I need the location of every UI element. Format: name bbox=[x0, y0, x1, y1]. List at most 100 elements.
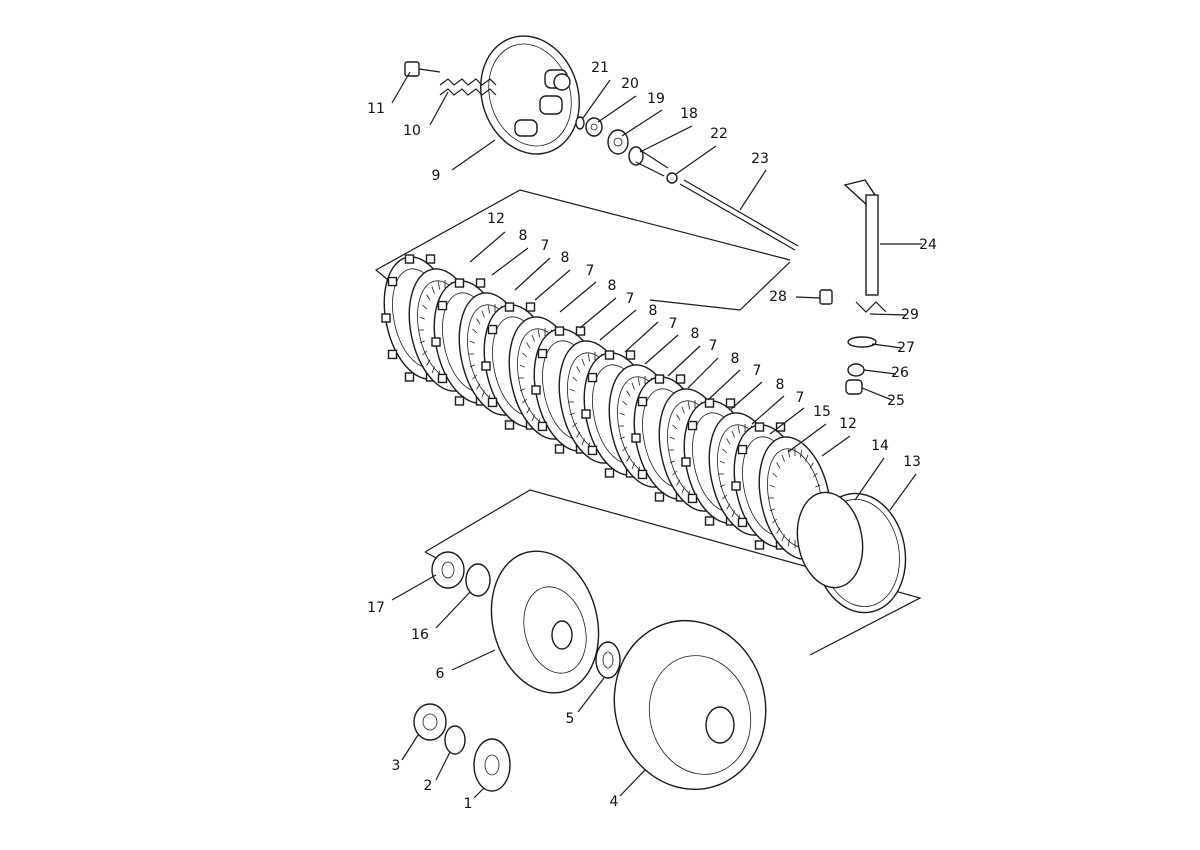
callout-label-c27: 27 bbox=[897, 340, 915, 356]
leader-line-c8f bbox=[707, 369, 741, 401]
callout-label-c8a: 8 bbox=[519, 228, 528, 244]
callout-label-c23: 23 bbox=[751, 151, 769, 167]
leader-line-c2 bbox=[435, 751, 451, 781]
leader-line-c20 bbox=[597, 95, 637, 123]
callout-label-c5: 5 bbox=[566, 711, 575, 727]
spring-ring-14-part bbox=[796, 491, 864, 589]
leader-line-c28 bbox=[795, 296, 821, 299]
leader-line-c22 bbox=[675, 145, 717, 175]
leader-line-c12b bbox=[821, 435, 851, 457]
leader-line-c13 bbox=[889, 473, 917, 511]
callout-label-c7b: 7 bbox=[586, 263, 595, 279]
callout-label-c15: 15 bbox=[813, 404, 831, 420]
leader-line-c7e bbox=[687, 357, 719, 389]
leader-line-c10 bbox=[429, 91, 449, 126]
spring-part bbox=[439, 78, 497, 96]
callout-label-c12b: 12 bbox=[839, 416, 857, 432]
callout-label-c24: 24 bbox=[919, 237, 937, 253]
pressure-plate-part bbox=[480, 35, 580, 155]
leader-line-c23 bbox=[739, 169, 767, 211]
washer-27-part bbox=[847, 336, 877, 348]
bolt-part bbox=[404, 61, 441, 77]
callout-label-c19: 19 bbox=[647, 91, 665, 107]
callout-label-c8d: 8 bbox=[649, 303, 658, 319]
callout-label-c26: 26 bbox=[891, 365, 909, 381]
leader-line-c27 bbox=[871, 343, 903, 349]
ball-part bbox=[666, 172, 678, 184]
leader-line-c25 bbox=[861, 387, 893, 401]
callout-label-c7d: 7 bbox=[669, 316, 678, 332]
callout-label-c7c: 7 bbox=[626, 291, 635, 307]
callout-label-c7g: 7 bbox=[796, 390, 805, 406]
leader-line-c8b bbox=[534, 269, 571, 301]
leader-line-c12a bbox=[469, 231, 506, 263]
leader-line-c29 bbox=[869, 313, 907, 316]
nut-17-part bbox=[431, 551, 465, 589]
callout-label-c8c: 8 bbox=[608, 278, 617, 294]
lock-washer-16-part bbox=[465, 563, 491, 597]
callout-label-c7a: 7 bbox=[541, 238, 550, 254]
callout-label-c2: 2 bbox=[424, 778, 433, 794]
spring-29-part bbox=[855, 301, 887, 313]
push-lever-shaft-part bbox=[843, 179, 879, 296]
leader-line-c16 bbox=[435, 591, 471, 629]
oil-seal-26-part bbox=[847, 363, 865, 377]
leader-line-c7b bbox=[559, 281, 597, 313]
leader-line-c15 bbox=[787, 423, 827, 453]
callout-label-c21: 21 bbox=[591, 60, 609, 76]
callout-label-c8e: 8 bbox=[691, 326, 700, 342]
callout-label-c3: 3 bbox=[392, 758, 401, 774]
clutch-plate-stack bbox=[381, 254, 832, 560]
callout-label-c25: 25 bbox=[887, 393, 905, 409]
leader-line-c9 bbox=[451, 139, 496, 171]
callout-label-c7f: 7 bbox=[753, 363, 762, 379]
callout-label-c11: 11 bbox=[367, 101, 385, 117]
leader-line-c8g bbox=[751, 395, 785, 425]
leader-line-c19 bbox=[621, 109, 663, 137]
callout-label-c8g: 8 bbox=[776, 377, 785, 393]
callout-label-c14: 14 bbox=[871, 438, 889, 454]
callout-label-c16: 16 bbox=[411, 627, 429, 643]
callout-label-c18: 18 bbox=[680, 106, 698, 122]
leader-line-c18 bbox=[639, 125, 693, 153]
callout-label-c9: 9 bbox=[432, 168, 441, 184]
long-push-rod-part bbox=[679, 179, 799, 251]
callout-label-c8f: 8 bbox=[731, 351, 740, 367]
callout-label-c6: 6 bbox=[436, 666, 445, 682]
thrust-washer-part bbox=[595, 641, 621, 679]
leader-line-c8c bbox=[579, 297, 617, 329]
leader-line-c6 bbox=[451, 649, 496, 671]
leader-line-c21 bbox=[582, 79, 611, 119]
callout-label-c22: 22 bbox=[710, 126, 728, 142]
callout-labels: 1234567777777888888891011121213141516171… bbox=[367, 60, 937, 812]
nut-3-part bbox=[413, 703, 447, 741]
bearing-25-part bbox=[845, 379, 863, 395]
callout-label-c13: 13 bbox=[903, 454, 921, 470]
leader-line-c5 bbox=[577, 677, 605, 713]
leader-line-c8d bbox=[624, 321, 659, 353]
leader-line-c14 bbox=[854, 457, 885, 501]
leader-line-c3 bbox=[401, 734, 419, 761]
callout-label-c17: 17 bbox=[367, 600, 385, 616]
push-rod-part bbox=[628, 146, 669, 177]
leader-line-c7d bbox=[644, 334, 679, 365]
leader-line-c7f bbox=[729, 381, 763, 411]
leader-line-c1 bbox=[473, 787, 485, 799]
callout-label-c8b: 8 bbox=[561, 250, 570, 266]
leader-line-c8a bbox=[491, 247, 529, 276]
leader-line-c8e bbox=[667, 345, 701, 377]
leader-line-c17 bbox=[391, 574, 437, 601]
leader-line-c7a bbox=[514, 257, 551, 291]
callout-label-c7e: 7 bbox=[709, 338, 718, 354]
callout-label-c1: 1 bbox=[464, 796, 473, 812]
callout-label-c4: 4 bbox=[610, 794, 619, 810]
leader-line-c4 bbox=[619, 769, 646, 797]
callout-label-c10: 10 bbox=[403, 123, 421, 139]
circlip-part bbox=[575, 116, 585, 130]
callout-label-c28: 28 bbox=[769, 289, 787, 305]
leader-line-c11 bbox=[391, 71, 411, 104]
leader-line-c7c bbox=[599, 309, 637, 341]
callout-label-c20: 20 bbox=[621, 76, 639, 92]
